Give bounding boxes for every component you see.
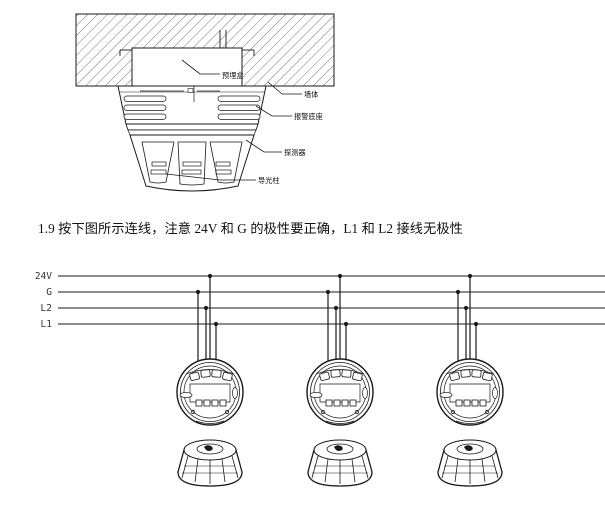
bus-lines [58, 275, 605, 325]
light-guide-leader [165, 173, 256, 181]
instruction-text: 1.9 按下图所示连线，注意 24V 和 G 的极性要正确，L1 和 L2 接线… [38, 221, 463, 236]
detector-cover-1 [177, 439, 243, 487]
detector-base-1 [176, 358, 244, 426]
junction-dots-1 [195, 273, 219, 327]
detector-cover-2 [307, 439, 373, 487]
detector-base-2 [306, 358, 374, 426]
bus-label-24v: 24V [35, 271, 52, 282]
bus-label-l1: L1 [41, 319, 53, 330]
detector-cover-3 [437, 439, 503, 487]
junction-dots-3 [455, 273, 479, 327]
bus-label-g: G [46, 287, 52, 298]
detector-group-3 [436, 273, 504, 487]
wiring-figure: 24V G L2 L1 [30, 252, 605, 514]
detector-base-3 [436, 358, 504, 426]
detector-group-2 [306, 273, 374, 487]
junction-dots-2 [325, 273, 349, 327]
label-light-guide: 导光柱 [258, 176, 280, 185]
bus-label-l2: L2 [41, 303, 52, 314]
detector-group-1 [176, 273, 244, 487]
junction-box-leader [181, 59, 220, 75]
detector-leader [245, 139, 282, 153]
alarm-base-body [117, 85, 267, 125]
detector-collar [125, 123, 259, 136]
detector-body [129, 134, 255, 192]
alarm-base-leader [255, 105, 292, 117]
label-junction-box: 预埋盒 [222, 71, 244, 80]
wall-leader [267, 81, 302, 95]
label-alarm-base: 报警底座 [294, 112, 323, 121]
label-detector: 探测器 [284, 148, 306, 157]
ceiling-mount-figure: 预埋盒 墙体 [70, 2, 370, 202]
label-wall: 墙体 [304, 90, 318, 99]
junction-box [119, 30, 255, 87]
